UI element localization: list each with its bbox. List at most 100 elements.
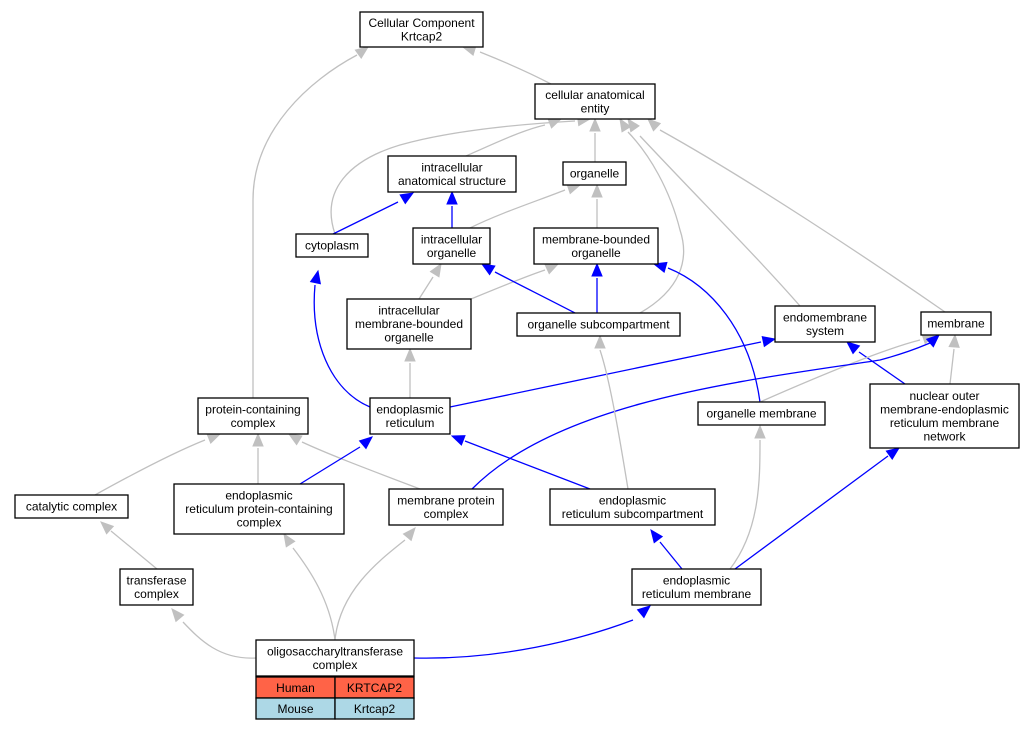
node-label-line: reticulum subcompartment: [562, 507, 704, 521]
arrowhead-icon: [402, 527, 416, 542]
node-box: [869, 383, 1020, 449]
node-organelle-subcompartment[interactable]: organelle subcompartment: [516, 312, 681, 337]
arrowhead-icon: [283, 532, 296, 548]
node-label-line: cytoplasm: [305, 239, 359, 253]
arrowhead-icon: [446, 190, 458, 205]
edge-line: [599, 349, 629, 490]
edge-line: [469, 189, 566, 229]
edge-er_membrane-to-er_subcompartment: [650, 528, 683, 570]
node-label-line: reticulum membrane: [642, 587, 752, 601]
node-box: [774, 305, 876, 343]
gene-symbol: Krtcap2: [354, 702, 396, 716]
arrowhead-icon: [480, 263, 496, 276]
node-label-line: organelle: [571, 246, 621, 260]
node-box: [562, 161, 627, 186]
edge-line: [471, 342, 931, 490]
edge-line: [413, 619, 634, 659]
edge-membrane-to-cellular_anatomical_entity: [647, 118, 946, 313]
node-label-line: reticulum membrane: [890, 416, 1000, 430]
arrowhead-icon: [948, 333, 960, 348]
edge-line: [299, 446, 361, 485]
node-organelle-membrane[interactable]: organelle membrane: [697, 401, 826, 426]
arrowhead-icon: [925, 334, 940, 348]
arrowhead-icon: [627, 117, 640, 133]
edge-line: [639, 135, 801, 307]
edge-line: [627, 131, 685, 314]
arrowhead-icon: [846, 341, 861, 355]
edge-organelle_subcompartment-to-intracellular_organelle: [480, 263, 576, 314]
edge-line: [659, 541, 683, 570]
node-label-line: Krtcap2: [401, 29, 443, 43]
node-label-line: protein-containing: [205, 402, 300, 416]
arrowhead-icon: [652, 261, 668, 273]
node-label-line: organelle: [384, 331, 434, 345]
edge-line: [667, 267, 761, 403]
edge-line: [494, 271, 576, 314]
node-label-line: membrane-bounded: [355, 317, 463, 331]
node-box: [388, 488, 504, 526]
edge-line: [858, 351, 906, 385]
edge-er_protein_containing_complex-to-endoplasmic_reticulum: [299, 436, 373, 485]
edge-line: [734, 455, 889, 570]
node-label-line: complex: [134, 587, 179, 601]
node-label-line: intracellular: [421, 232, 482, 246]
node-label-line: endomembrane: [783, 310, 867, 324]
edge-cytoplasm-to-intracellular_anatomical_structure: [332, 192, 415, 235]
edge-endomembrane_system-to-cellular_anatomical_entity: [627, 117, 801, 307]
arrowhead-icon: [206, 433, 222, 444]
node-label-line: endoplasmic: [663, 573, 730, 587]
edge-endoplasmic_reticulum-to-intracellular_membrane_bounded_organelle: [404, 347, 416, 398]
edge-line: [330, 120, 576, 235]
node-label-line: intracellular: [378, 304, 439, 318]
edge-cellular_anatomical_entity-to-cellular_component: [461, 45, 552, 85]
node-label-line: reticulum protein-containing: [185, 502, 332, 516]
node-label-line: membrane: [927, 317, 985, 331]
node-membrane[interactable]: membrane: [920, 311, 992, 336]
node-label-line: endoplasmic: [376, 402, 443, 416]
node-catalytic-complex[interactable]: catalytic complex: [14, 494, 129, 519]
node-label-line: complex: [231, 416, 276, 430]
edge-ost_complex-to-membrane_protein_complex: [334, 527, 416, 641]
arrowhead-icon: [885, 447, 901, 461]
edge-line: [182, 621, 257, 659]
node-label-line: membrane-endoplasmic: [880, 402, 1009, 416]
node-label-line: transferase: [126, 573, 186, 587]
arrowhead-icon: [309, 269, 322, 285]
edge-ost_complex-to-transferase_complex: [171, 608, 257, 659]
edge-intracellular_anatomical_structure-to-cellular_anatomical_entity: [465, 118, 563, 157]
node-label-line: entity: [581, 101, 610, 115]
node-label-line: catalytic complex: [26, 500, 117, 514]
node-box: [920, 311, 992, 336]
arrowhead-icon: [100, 521, 115, 535]
node-nuclear-outer-membrane-er-network[interactable]: nuclear outermembrane-endoplasmicreticul…: [869, 383, 1020, 449]
edges-layer: [94, 45, 960, 659]
edge-line: [301, 441, 421, 490]
arrowhead-icon: [754, 424, 766, 439]
node-box: [534, 83, 656, 120]
node-cytoplasm[interactable]: cytoplasm: [295, 233, 369, 258]
edge-er_membrane-to-nuclear_outer_membrane_er_network: [734, 447, 901, 570]
node-label-line: complex: [237, 516, 282, 530]
node-box: [197, 397, 309, 435]
node-box: [14, 494, 129, 519]
edge-organelle_subcompartment-to-er_subcompartment: [594, 334, 629, 490]
node-organelle[interactable]: organelle: [562, 161, 627, 186]
edge-intracellular_organelle-to-intracellular_anatomical_structure: [446, 190, 458, 228]
